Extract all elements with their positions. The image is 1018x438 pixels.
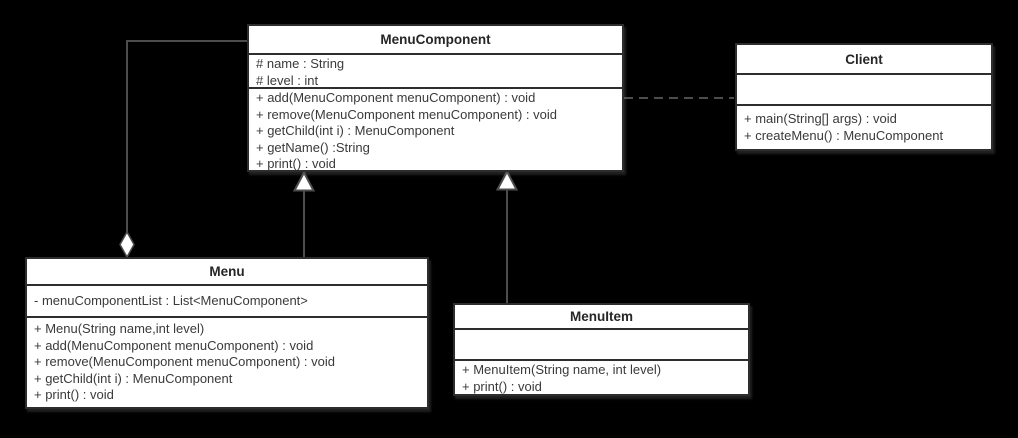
- attribute-row: - menuComponentList : List<MenuComponent…: [34, 292, 308, 308]
- class-box-menuitem[interactable]: MenuItem + MenuItem(String name, int lev…: [453, 303, 750, 396]
- class-box-menu[interactable]: Menu - menuComponentList : List<MenuComp…: [25, 257, 429, 409]
- class-title-menu: Menu: [27, 259, 427, 286]
- method-row: + print() : void: [462, 378, 542, 394]
- class-title-menucomponent: MenuComponent: [249, 26, 622, 55]
- methods-section-menuitem: + MenuItem(String name, int level) + pri…: [455, 361, 748, 394]
- attribute-row: # name : String: [256, 56, 345, 71]
- method-row: + remove(MenuComponent menuComponent) : …: [34, 354, 335, 369]
- method-row: + createMenu() : MenuComponent: [744, 127, 944, 143]
- methods-section-menu: + Menu(String name,int level) + add(Menu…: [27, 318, 427, 407]
- method-row: + add(MenuComponent menuComponent) : voi…: [256, 90, 536, 105]
- aggregation-diamond-icon: [119, 230, 135, 259]
- method-row: + getChild(int i) : MenuComponent: [256, 123, 455, 138]
- attributes-section-client: [737, 75, 991, 106]
- method-row: + print() : void: [256, 156, 336, 170]
- class-box-client[interactable]: Client + main(String[] args) : void + cr…: [735, 43, 993, 151]
- generalization-arrow-menu-icon: [292, 170, 316, 192]
- attributes-section-menu: - menuComponentList : List<MenuComponent…: [27, 286, 427, 318]
- method-row: + add(MenuComponent menuComponent) : voi…: [34, 337, 314, 353]
- attributes-section-menucomponent: # name : String # level : int: [249, 55, 622, 89]
- method-row: + MenuItem(String name, int level): [462, 362, 662, 377]
- class-title-client: Client: [737, 45, 991, 75]
- aggregation-edge: [126, 40, 247, 233]
- method-row: + print() : void: [34, 387, 114, 402]
- method-row: + remove(MenuComponent menuComponent) : …: [256, 106, 557, 122]
- method-row: + getChild(int i) : MenuComponent: [34, 370, 233, 386]
- class-box-menucomponent[interactable]: MenuComponent # name : String # level : …: [247, 24, 624, 172]
- generalization-arrow-menuitem-icon: [495, 169, 519, 191]
- class-title-menuitem: MenuItem: [455, 305, 748, 330]
- method-row: + Menu(String name,int level): [34, 321, 205, 336]
- attribute-row: # level : int: [256, 72, 319, 88]
- methods-section-menucomponent: + add(MenuComponent menuComponent) : voi…: [249, 89, 622, 170]
- methods-section-client: + main(String[] args) : void + createMen…: [737, 106, 991, 149]
- method-row: + getName() :String: [256, 139, 370, 155]
- attributes-section-menuitem: [455, 330, 748, 361]
- method-row: + main(String[] args) : void: [744, 111, 897, 126]
